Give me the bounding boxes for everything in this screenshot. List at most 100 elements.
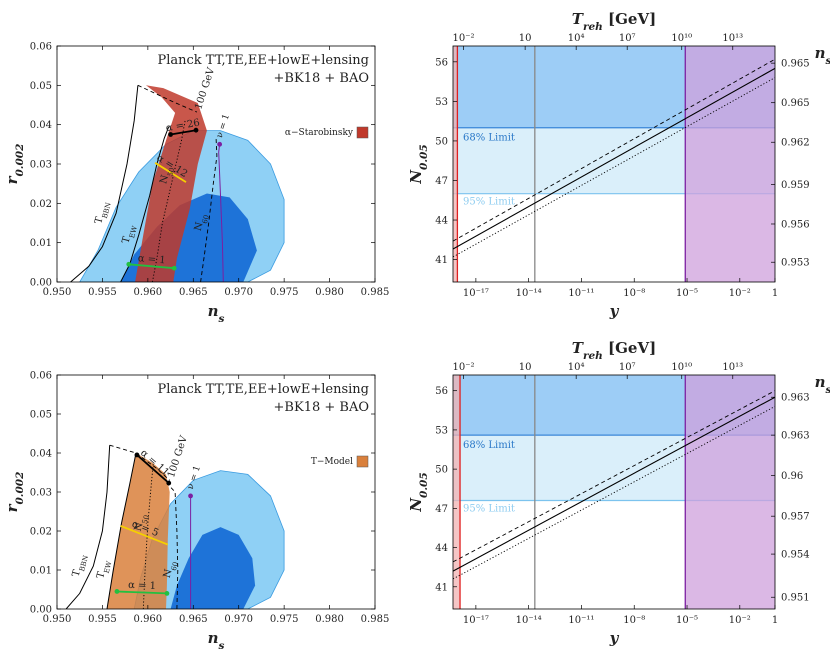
y-tick-label: 41 bbox=[435, 255, 448, 266]
x-tick-label: 10⁻¹⁷ bbox=[463, 615, 489, 626]
x-tick-label: 10⁻⁸ bbox=[623, 615, 645, 626]
right-tick-label: 0.963 bbox=[781, 431, 810, 442]
alpha-line-0 bbox=[136, 454, 170, 484]
alpha-label-2: α = 1 bbox=[128, 580, 156, 592]
x-tick-label: 0.975 bbox=[270, 614, 299, 625]
x-tick-label: 0.975 bbox=[270, 287, 299, 298]
x-axis-label: ns bbox=[208, 629, 225, 652]
x-tick-label: 0.965 bbox=[179, 614, 208, 625]
curve-label-tew: TEW bbox=[95, 558, 114, 581]
top-tick-label: 10¹³ bbox=[722, 362, 743, 373]
legend-swatch bbox=[356, 126, 369, 139]
y-axis-label: r0.002 bbox=[3, 144, 26, 185]
chart-title-line-0: Planck TT,TE,EE+lowE+lensing bbox=[157, 382, 369, 397]
shade-right bbox=[685, 375, 775, 609]
band-68-label: 68% Limit bbox=[463, 440, 515, 451]
right-tick-label: 0.962 bbox=[781, 138, 810, 149]
top-tick-label: 10¹⁰ bbox=[671, 362, 692, 373]
y-tick-label: 0.00 bbox=[30, 605, 52, 616]
x-tick-label: 10⁻² bbox=[729, 288, 751, 299]
top-tick-label: 10⁷ bbox=[619, 33, 636, 44]
right-tick-label: 0.96 bbox=[781, 471, 803, 482]
top-tick-label: 10 bbox=[519, 33, 532, 44]
x-tick-label: 0.960 bbox=[134, 287, 163, 298]
y-tick-label: 47 bbox=[435, 504, 448, 515]
right-tick-label: 0.956 bbox=[781, 219, 810, 230]
x-tick-label: 1 bbox=[772, 288, 778, 299]
alpha-line-2 bbox=[128, 263, 175, 270]
prediction-band bbox=[135, 85, 207, 282]
point-marker-4 bbox=[164, 591, 170, 596]
x-tick-label: 0.965 bbox=[179, 287, 208, 298]
shade-left bbox=[453, 46, 458, 282]
x-tick-label: 0.970 bbox=[224, 287, 253, 298]
right-tick-label: 0.959 bbox=[781, 180, 810, 191]
legend-swatch bbox=[356, 455, 369, 468]
curve-label-tew: TEW bbox=[121, 223, 140, 246]
series-line-2 bbox=[453, 77, 775, 258]
x-tick-label: 10⁻¹¹ bbox=[568, 288, 594, 299]
band-95-label: 95% Limit bbox=[463, 503, 515, 514]
top-tick-label: 10⁴ bbox=[568, 362, 585, 373]
curve-2 bbox=[142, 462, 154, 609]
series-line-0 bbox=[453, 58, 775, 242]
curve-label-tbbn: TBBN bbox=[71, 553, 91, 579]
top-tick-label: 10⁷ bbox=[619, 362, 636, 373]
point-marker-3 bbox=[126, 261, 132, 267]
curve-label-n50: N50 bbox=[133, 513, 151, 534]
curve-5 bbox=[218, 144, 224, 282]
right-tick-label: 0.953 bbox=[781, 258, 810, 269]
chart-efolds-t-model: 68% Limit 95% Limit 10⁻¹⁷ 10⁻¹⁴ 10⁻¹¹ 10⁻⁸ 10⁻… bbox=[407, 339, 830, 647]
y-tick-label: 0.04 bbox=[30, 449, 52, 460]
top-axis-label: Treh [GeV] bbox=[572, 10, 656, 33]
x-tick-label: 10⁻⁵ bbox=[676, 615, 698, 626]
point-marker-2 bbox=[217, 141, 223, 147]
y-tick-label: 0.06 bbox=[30, 42, 52, 53]
y-axis-label: N0.05 bbox=[407, 472, 430, 512]
y-tick-label: 44 bbox=[435, 216, 448, 227]
x-axis-label: y bbox=[609, 302, 620, 320]
y-tick-label: 53 bbox=[435, 97, 448, 108]
chart-title-line-0: Planck TT,TE,EE+lowE+lensing bbox=[157, 53, 369, 68]
series-line-1 bbox=[453, 67, 775, 250]
y-tick-label: 0.06 bbox=[30, 371, 52, 382]
series-line-2 bbox=[453, 406, 775, 580]
top-tick-label: 10⁻² bbox=[453, 362, 475, 373]
series-line-0 bbox=[453, 390, 775, 563]
x-tick-label: 10⁻¹¹ bbox=[568, 615, 594, 626]
legend-label: α−Starobinsky bbox=[285, 128, 354, 138]
y-tick-label: 0.01 bbox=[30, 566, 52, 577]
x-tick-label: 0.985 bbox=[361, 614, 390, 625]
x-axis-label: ns bbox=[208, 302, 225, 325]
contour-68 bbox=[170, 527, 256, 609]
point-marker-1 bbox=[166, 480, 172, 486]
y-tick-label: 0.04 bbox=[30, 120, 52, 131]
chart-title-line-1: +BK18 + BAO bbox=[274, 71, 369, 86]
x-tick-label: 10⁻¹⁴ bbox=[516, 615, 542, 626]
x-tick-label: 10⁻⁵ bbox=[676, 288, 698, 299]
y-tick-label: 47 bbox=[435, 176, 448, 187]
curve-2 bbox=[151, 120, 186, 282]
top-tick-label: 10⁴ bbox=[568, 33, 585, 44]
shade-left bbox=[453, 375, 461, 609]
plot-area bbox=[70, 84, 285, 282]
curve-0 bbox=[65, 445, 111, 609]
alpha-line-0 bbox=[170, 129, 197, 136]
right-tick-label: 0.951 bbox=[781, 593, 810, 604]
top-tick-label: 10¹⁰ bbox=[671, 33, 692, 44]
y-tick-label: 0.00 bbox=[30, 278, 52, 289]
y-axis-label: N0.05 bbox=[407, 144, 430, 184]
top-axis-label: Treh [GeV] bbox=[572, 339, 656, 362]
band-95-label: 95% Limit bbox=[463, 197, 515, 208]
y-tick-label: 53 bbox=[435, 425, 448, 436]
y-tick-label: 44 bbox=[435, 543, 448, 554]
x-tick-label: 0.980 bbox=[315, 287, 344, 298]
curve-1 bbox=[106, 452, 137, 609]
y-tick-label: 0.01 bbox=[30, 238, 52, 249]
curve-3 bbox=[167, 483, 179, 609]
x-tick-label: 10⁻¹⁷ bbox=[463, 288, 489, 299]
chart-title-line-1: +BK18 + BAO bbox=[274, 400, 369, 415]
